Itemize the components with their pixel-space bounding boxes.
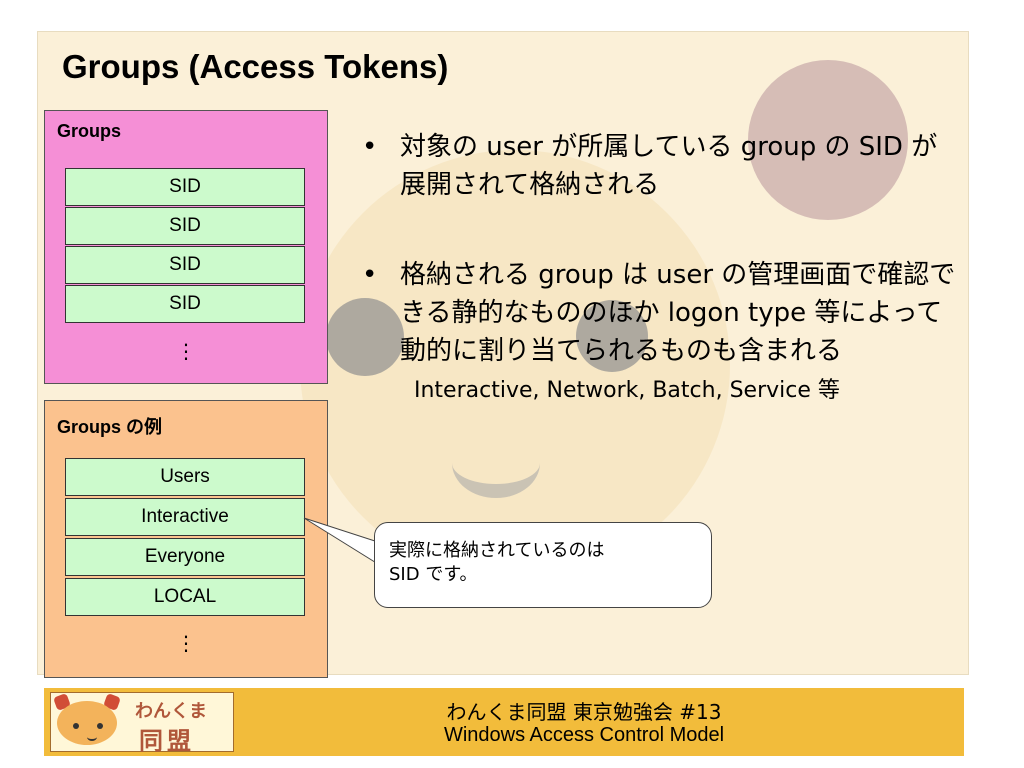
background-bear-mouth — [452, 428, 540, 498]
sid-cell: SID — [65, 285, 305, 323]
bullet-item: 格納される group は user の管理画面で確認できる静的なもののほか l… — [362, 256, 962, 370]
logo-bear-mouth-icon — [87, 733, 97, 741]
groups-example-panel: Groups の例 Users Interactive Everyone LOC… — [44, 400, 328, 678]
bullet-list: 対象の user が所属している group の SID が展開されて格納される… — [362, 128, 962, 406]
bullet-item: 対象の user が所属している group の SID が展開されて格納される — [362, 128, 962, 204]
logo-bear-eye-icon — [97, 723, 103, 729]
callout-line-2: SID です。 — [389, 564, 478, 585]
logo-bear-face-icon — [57, 701, 117, 745]
sid-cell: SID — [65, 207, 305, 245]
logo-bear-eye-icon — [73, 723, 79, 729]
callout-line-1: 実際に格納されているのは — [389, 540, 605, 561]
group-example-local: LOCAL — [65, 578, 305, 616]
footer-session-title: Windows Access Control Model — [443, 724, 725, 746]
slide-title: Groups (Access Tokens) — [62, 48, 449, 85]
groups-more-indicator: ⋮ — [176, 339, 196, 363]
sid-cell: SID — [65, 168, 305, 206]
sid-cell: SID — [65, 246, 305, 284]
callout-box: 実際に格納されているのは SID です。 — [374, 522, 712, 608]
groups-example-heading: Groups の例 — [57, 417, 163, 437]
wankuma-logo: わんくま 同盟 — [50, 692, 234, 755]
logon-type-examples: Interactive, Network, Batch, Service 等 — [414, 378, 840, 403]
examples-more-indicator: ⋮ — [176, 631, 196, 655]
footer-event-title: わんくま同盟 東京勉強会 #13 — [446, 700, 722, 724]
footer-bar: わんくま 同盟 わんくま同盟 東京勉強会 #13 Windows Access … — [44, 688, 964, 756]
logo-text-bottom: 同盟 — [139, 727, 195, 755]
logo-text-top: わんくま — [135, 701, 207, 722]
group-example-users: Users — [65, 458, 305, 496]
groups-panel: Groups SID SID SID SID ⋮ — [44, 110, 328, 384]
groups-panel-heading: Groups — [57, 121, 122, 141]
group-example-everyone: Everyone — [65, 538, 305, 576]
group-example-interactive: Interactive — [65, 498, 305, 536]
